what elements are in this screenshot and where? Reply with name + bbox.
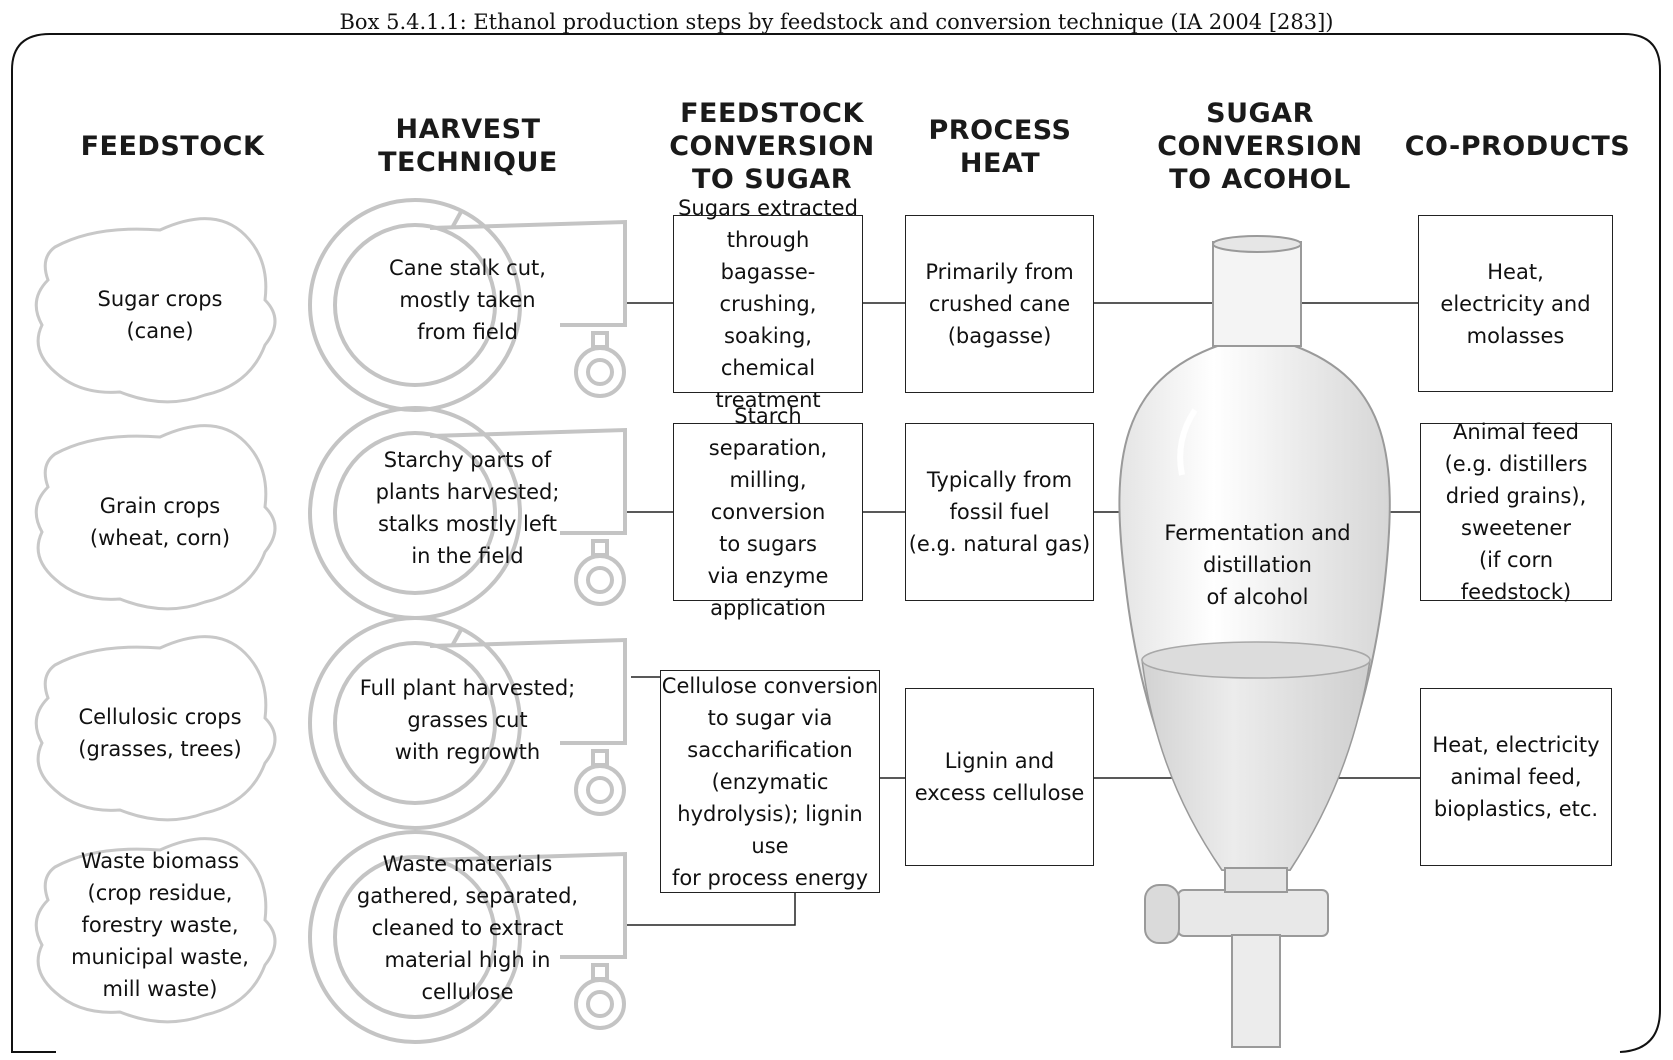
- feedstock-blob-cellulosic: [34, 635, 277, 822]
- frame-border: [11, 33, 1661, 1053]
- coproducts-box-cellulose: Heat, electricity animal feed, bioplasti…: [1420, 688, 1612, 866]
- tractor-icon: [308, 616, 627, 830]
- harvest-grain: Starchy parts of plants harvested; stalk…: [375, 448, 560, 568]
- feedstock-waste-biomass: Waste biomass (crop residue, forestry wa…: [71, 849, 249, 1001]
- header-sugar-conversion: SUGAR CONVERSION TO ACOHOL: [1157, 98, 1363, 195]
- coproducts-box-sugar: Heat, electricity and molasses: [1418, 215, 1613, 392]
- header-harvest: HARVEST TECHNIQUE: [378, 114, 558, 178]
- header-conversion: FEEDSTOCK CONVERSION TO SUGAR: [669, 98, 875, 195]
- harvest-cellulosic: Full plant harvested; grasses cut with r…: [359, 676, 576, 764]
- header-process-heat: PROCESS HEAT: [928, 115, 1072, 179]
- feedstock-blob-grain: [34, 424, 277, 611]
- heat-box-sugar: Primarily from crushed cane (bagasse): [905, 215, 1094, 393]
- feedstock-sugar-crops: Sugar crops (cane): [97, 287, 223, 343]
- header-feedstock: FEEDSTOCK: [80, 131, 265, 162]
- feedstock-grain-crops: Grain crops (wheat, corn): [89, 494, 231, 550]
- heat-box-cellulose: Lignin and excess cellulose: [905, 688, 1094, 866]
- feedstock-blobs: [34, 217, 277, 1024]
- feedstock-blob-waste: [34, 837, 277, 1024]
- harvest-machines: [308, 198, 627, 1044]
- feedstock-blob-sugar: [34, 217, 277, 404]
- heat-box-grain: Typically from fossil fuel (e.g. natural…: [905, 423, 1094, 601]
- conversion-box-cellulose: Cellulose conversion to sugar via saccha…: [660, 670, 880, 893]
- tractor-icon: [308, 198, 627, 412]
- coproducts-box-grain: Animal feed (e.g. distillers dried grain…: [1420, 420, 1612, 604]
- harvest-sugar: Cane stalk cut, mostly taken from field: [389, 256, 546, 344]
- conversion-box-sugar: Sugars extracted through bagasse-crushin…: [673, 196, 863, 412]
- harvest-waste: Waste materials gathered, separated, cle…: [356, 852, 579, 1004]
- conversion-box-grain: Starch separation, milling, conversion t…: [673, 404, 863, 620]
- feedstock-cellulosic-crops: Cellulosic crops (grasses, trees): [78, 705, 242, 761]
- fermentation-label: Fermentation and distillation of alcohol: [1164, 521, 1351, 609]
- separatory-flask-icon: [1118, 235, 1391, 1048]
- figure-caption: Box 5.4.1.1: Ethanol production steps by…: [339, 10, 1334, 34]
- tractor-icon: [308, 830, 627, 1044]
- header-coproducts: CO-PRODUCTS: [1404, 131, 1631, 162]
